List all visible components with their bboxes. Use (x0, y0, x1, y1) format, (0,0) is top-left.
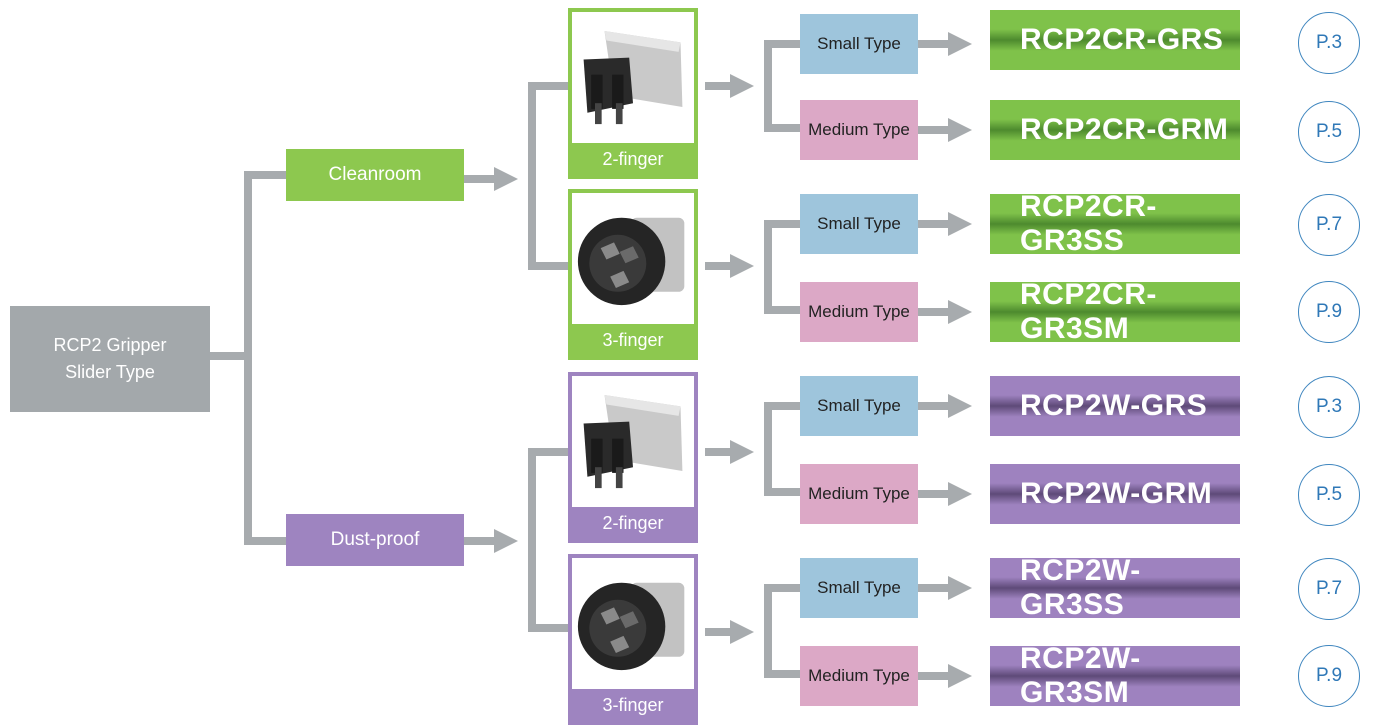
model-rcp2w-grs[interactable]: RCP2W-GRS (990, 376, 1240, 436)
gripper-caption: 3-finger (572, 689, 694, 721)
model-rcp2cr-grs[interactable]: RCP2CR-GRS (990, 10, 1240, 70)
root-title-line1: RCP2 Gripper (53, 335, 167, 355)
root-title-line2: Slider Type (65, 362, 155, 382)
model-rcp2cr-gr3sm[interactable]: RCP2CR-GR3SM (990, 278, 1240, 345)
model-rcp2cr-gr3ss[interactable]: RCP2CR-GR3SS (990, 190, 1240, 257)
model-rcp2cr-grm[interactable]: RCP2CR-GRM (990, 100, 1240, 160)
size-box-small: Small Type (800, 14, 918, 74)
size-box-medium: Medium Type (800, 100, 918, 160)
model-rcp2w-gr3sm[interactable]: RCP2W-GR3SM (990, 642, 1240, 709)
three-finger-gripper-image (577, 582, 685, 671)
two-finger-gripper-image (583, 395, 683, 489)
page-reference[interactable]: P.5 (1298, 464, 1360, 526)
model-rcp2w-gr3ss[interactable]: RCP2W-GR3SS (990, 554, 1240, 621)
size-box-medium: Medium Type (800, 646, 918, 706)
three-finger-gripper-image (577, 217, 685, 306)
size-box-medium: Medium Type (800, 282, 918, 342)
page-reference[interactable]: P.3 (1298, 12, 1360, 74)
gripper-caption: 2-finger (572, 143, 694, 175)
dust-proof-node: Dust-proof (286, 514, 464, 566)
page-reference[interactable]: P.9 (1298, 281, 1360, 343)
gripper-card-cleanroom-2-finger: 2-finger (568, 8, 698, 179)
gripper-card-cleanroom-3-finger: 3-finger (568, 189, 698, 360)
gripper-caption: 3-finger (572, 324, 694, 356)
size-box-medium: Medium Type (800, 464, 918, 524)
gripper-caption: 2-finger (572, 507, 694, 539)
cleanroom-label: Cleanroom (328, 164, 422, 185)
two-finger-gripper-image (583, 31, 683, 125)
gripper-card-dust-proof-2-finger: 2-finger (568, 372, 698, 543)
dust-proof-label: Dust-proof (330, 529, 420, 550)
cleanroom-node: Cleanroom (286, 149, 464, 201)
model-rcp2w-grm[interactable]: RCP2W-GRM (990, 464, 1240, 524)
size-box-small: Small Type (800, 194, 918, 254)
size-box-small: Small Type (800, 558, 918, 618)
gripper-card-dust-proof-3-finger: 3-finger (568, 554, 698, 725)
page-reference[interactable]: P.7 (1298, 194, 1360, 256)
page-reference[interactable]: P.9 (1298, 645, 1360, 707)
page-reference[interactable]: P.5 (1298, 101, 1360, 163)
size-box-small: Small Type (800, 376, 918, 436)
page-reference[interactable]: P.7 (1298, 558, 1360, 620)
root-node: RCP2 Gripper Slider Type (10, 306, 210, 412)
page-reference[interactable]: P.3 (1298, 376, 1360, 438)
